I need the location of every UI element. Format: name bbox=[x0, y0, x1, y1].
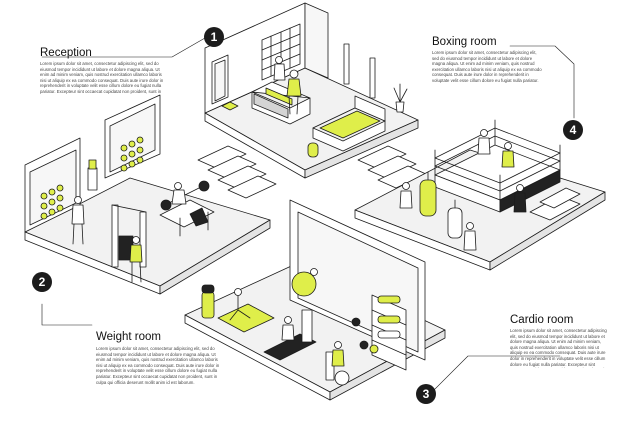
cardio-room bbox=[184, 199, 446, 401]
section-text-boxing-room: Lorem ipsum dolor sit amet, consectetur … bbox=[432, 50, 542, 84]
section-number-weight-room: 2 bbox=[32, 272, 52, 292]
weight-room bbox=[24, 94, 271, 295]
section-title-boxing-room: Boxing room bbox=[432, 36, 497, 48]
reception-room bbox=[204, 2, 419, 179]
section-number-cardio-room: 3 bbox=[416, 384, 436, 404]
section-text-cardio-room: Lorem ipsum dolor sit amet, consectetur … bbox=[510, 328, 607, 368]
stairs-right bbox=[357, 145, 427, 189]
section-title-reception: Reception bbox=[40, 47, 92, 59]
section-number-boxing-room: 4 bbox=[563, 120, 583, 140]
boxing-room bbox=[354, 119, 606, 271]
section-number-reception: 1 bbox=[204, 27, 224, 47]
section-title-cardio-room: Cardio room bbox=[510, 314, 574, 326]
section-text-weight-room: Lorem ipsum dolor sit amet, consectetur … bbox=[96, 346, 220, 385]
section-title-weight-room: Weight room bbox=[96, 331, 161, 343]
connector-lines bbox=[41, 37, 575, 391]
section-text-reception: Lorem ipsum dolor sit amet, consectetur … bbox=[40, 61, 164, 95]
stairs-left bbox=[197, 145, 277, 199]
